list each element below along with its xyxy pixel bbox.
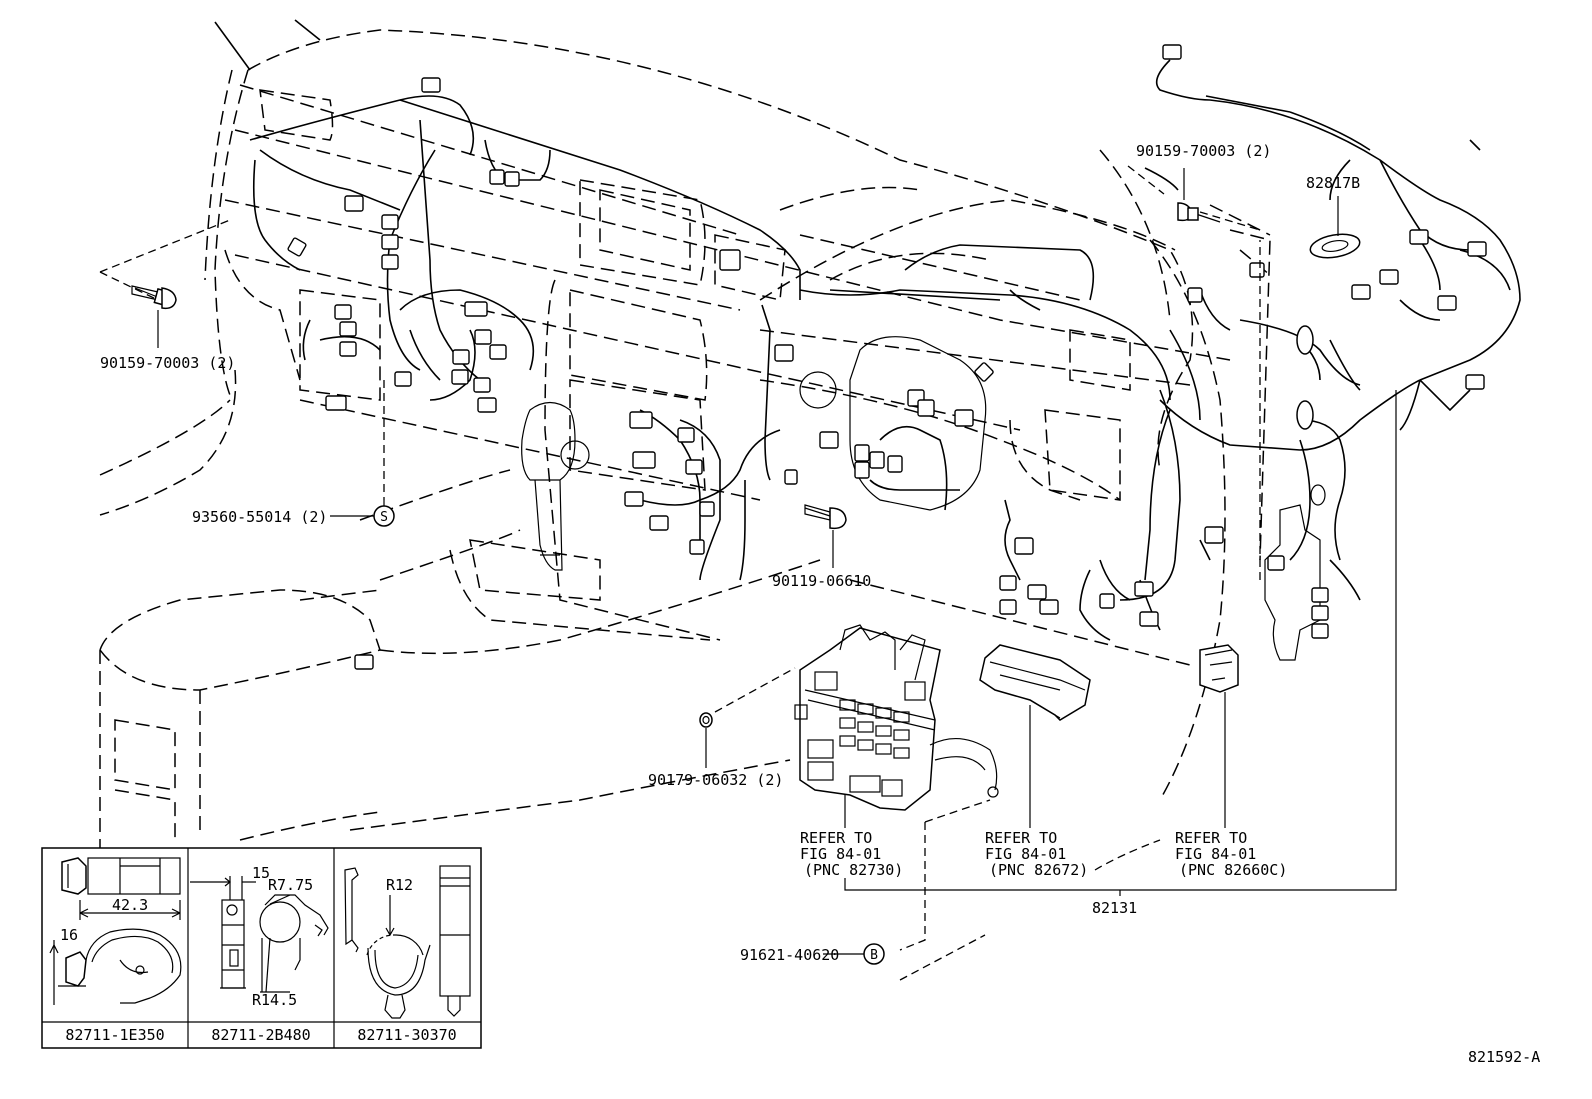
nut — [699, 712, 713, 768]
harness-grommets — [1296, 325, 1314, 430]
harness-callout-lines — [844, 390, 1397, 896]
dashboard-outline — [204, 29, 1271, 801]
misc-strokes — [214, 19, 1481, 191]
bolt-right — [1177, 168, 1221, 223]
dim-length: 42.3 — [112, 896, 148, 914]
label-nut: 90179-06032 (2) — [648, 771, 783, 789]
dashed-leaders — [99, 165, 1261, 981]
connector-bracket — [1199, 644, 1239, 693]
clip-part-2: 82711-2B480 — [211, 1026, 310, 1044]
lower-console — [99, 559, 821, 850]
dim-r1: R7.75 — [268, 876, 313, 894]
refer-note-line: FIG 84-01 — [1175, 845, 1256, 863]
marker-s-letter: S — [380, 510, 388, 525]
refer-leaders — [844, 692, 1226, 828]
label-harness: 82131 — [1092, 899, 1137, 917]
clip-2-drawing: 15 R7.75 R14.5 — [190, 864, 329, 1009]
clip-3-drawing: R12 — [344, 865, 471, 1019]
bolt-center — [804, 504, 847, 568]
part-labels: 90159-70003 (2) 90159-70003 (2) 82817B 9… — [100, 142, 1540, 1066]
instrument-cluster — [799, 336, 987, 511]
dim-width: 15 — [252, 864, 270, 882]
dim-r2: R14.5 — [252, 991, 297, 1009]
marker-s: S — [330, 500, 395, 527]
label-bolt-b: 91621-40620 — [740, 946, 839, 964]
refer-note-1: REFER TO FIG 84-01 (PNC 82730) — [800, 829, 903, 879]
label-clip-s: 93560-55014 (2) — [192, 508, 327, 526]
connectors — [287, 44, 1487, 670]
right-bracket — [1264, 484, 1326, 661]
refer-note-2: REFER TO FIG 84-01 (PNC 82672) — [985, 829, 1088, 879]
left-panel — [99, 89, 381, 516]
label-bolt-left: 90159-70003 (2) — [100, 354, 235, 372]
refer-note-line: (PNC 82672) — [989, 861, 1088, 879]
refer-note-line: FIG 84-01 — [800, 845, 881, 863]
refer-note-line: (PNC 82660C) — [1179, 861, 1287, 879]
dim-height: 16 — [60, 926, 78, 944]
marker-b-letter: B — [870, 948, 878, 963]
marker-b: B — [823, 943, 885, 965]
gear-shifter — [521, 401, 590, 571]
cover-panel — [979, 644, 1091, 721]
clip-part-1: 82711-1E350 — [65, 1026, 164, 1044]
label-grommet: 82817B — [1306, 174, 1360, 192]
refer-note-line: REFER TO — [985, 829, 1057, 847]
dim-r3: R12 — [386, 876, 413, 894]
wire-harness — [249, 59, 1521, 641]
refer-note-line: (PNC 82730) — [804, 861, 903, 879]
refer-note-3: REFER TO FIG 84-01 (PNC 82660C) — [1175, 829, 1287, 879]
bolt-left — [131, 285, 177, 348]
grommet-82817b — [1309, 196, 1361, 259]
clip-1-drawing: 42.3 16 — [49, 857, 182, 1005]
refer-note-line: REFER TO — [800, 829, 872, 847]
label-bolt-center: 90119-06610 — [772, 572, 871, 590]
clip-part-3: 82711-30370 — [357, 1026, 456, 1044]
label-figure-id: 821592-A — [1468, 1048, 1540, 1066]
refer-note-line: REFER TO — [1175, 829, 1247, 847]
refer-note-line: FIG 84-01 — [985, 845, 1066, 863]
relay-block — [794, 624, 999, 811]
label-bolt-right: 90159-70003 (2) — [1136, 142, 1271, 160]
